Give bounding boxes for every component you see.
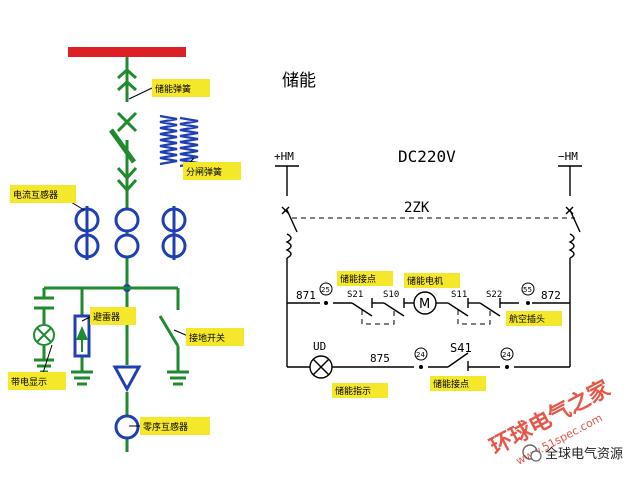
node-875: 875 [370, 352, 390, 365]
terminal-25: 25 [321, 286, 330, 294]
watermark: 环球电气之家 www.51spec.com 全球电气资源 [486, 375, 623, 468]
tag-indicator: 储能指示 [332, 383, 388, 398]
label-current-transformer: 电流互感器 [10, 185, 76, 203]
svg-text:避雷器: 避雷器 [93, 311, 120, 323]
earth-switch-blade [158, 315, 180, 347]
label-closing-spring: 分闸弹簧 [183, 162, 241, 180]
svg-text:储能接点: 储能接点 [433, 378, 469, 390]
energy-spring-icon [159, 114, 178, 166]
busbar [68, 47, 186, 57]
terminal-dots [324, 301, 530, 369]
cable-termination-icon [112, 365, 142, 393]
tag-motor: 储能电机 [404, 273, 460, 288]
circuit-wires [275, 165, 582, 371]
svg-text:分闸弹簧: 分闸弹簧 [186, 166, 222, 178]
breaker-label: 2ZK [404, 200, 430, 216]
terminal-55: 55 [523, 286, 532, 294]
svg-text:航空插头: 航空插头 [509, 313, 545, 325]
label-zero-seq-ct: 零序互感器 [140, 417, 210, 435]
terminal-24a: 24 [416, 351, 425, 359]
contact-s41: S41 [450, 341, 472, 355]
voltage-label: DC220V [398, 147, 456, 166]
minus-hm-label: −HM [558, 150, 578, 163]
svg-text:储能接点: 储能接点 [340, 273, 376, 285]
svg-text:接地开关: 接地开关 [189, 332, 225, 344]
svg-text:零序互感器: 零序互感器 [143, 421, 188, 433]
zero-seq-ct-icon [114, 414, 140, 440]
node-871: 871 [296, 289, 316, 302]
closing-spring-icon [179, 116, 199, 168]
svg-text:带电显示: 带电显示 [11, 376, 47, 388]
energy-storage-circuit: 储能 +HM −HM DC220V [274, 71, 582, 398]
tag-plug: 航空插头 [506, 311, 562, 326]
circuit-title: 储能 [282, 71, 316, 91]
upper-contact [117, 67, 137, 102]
current-transformer-icons [74, 206, 187, 260]
svg-text:电流互感器: 电流互感器 [13, 189, 58, 201]
label-live-display: 带电显示 [8, 372, 66, 390]
contact-s11: S11 [451, 290, 467, 300]
motor-symbol: M [419, 297, 430, 312]
arrester-icon [73, 314, 91, 358]
switchgear-diagram: 储能弹簧 分闸弹簧 电流互感器 避雷器 接地开关 带电显示 零序互感器 [8, 47, 244, 452]
svg-text:储能电机: 储能电机 [407, 275, 443, 287]
contact-s21: S21 [347, 290, 363, 300]
wechat-icon-inner [530, 450, 542, 462]
upper-contact-x [116, 111, 138, 133]
node-872: 872 [541, 289, 561, 302]
branch-lines [34, 286, 189, 386]
contact-s10: S10 [383, 290, 399, 300]
live-display-lamp-icon [33, 324, 55, 346]
svg-text:储能弹簧: 储能弹簧 [155, 83, 191, 95]
contact-s22: S22 [486, 290, 502, 300]
terminals [319, 282, 535, 361]
motor-icon [413, 291, 437, 315]
breaker-blade [108, 128, 137, 164]
label-earth-switch: 接地开关 [186, 328, 244, 346]
arrester-arrow-icon [76, 326, 88, 340]
lamp-ud: UD [313, 340, 326, 353]
lower-contact [116, 160, 138, 210]
label-arrester: 避雷器 [90, 307, 136, 325]
mechanical-links [292, 217, 575, 325]
svg-text:储能指示: 储能指示 [335, 385, 371, 397]
plus-hm-label: +HM [274, 150, 294, 163]
watermark-footer: 全球电气资源 [545, 446, 623, 462]
tag-contact1: 储能接点 [337, 271, 393, 286]
tag-contact2: 储能接点 [430, 376, 486, 391]
indicator-lamp-icon [309, 355, 333, 379]
label-energy-spring: 储能弹簧 [152, 79, 210, 97]
terminal-24b: 24 [502, 351, 511, 359]
